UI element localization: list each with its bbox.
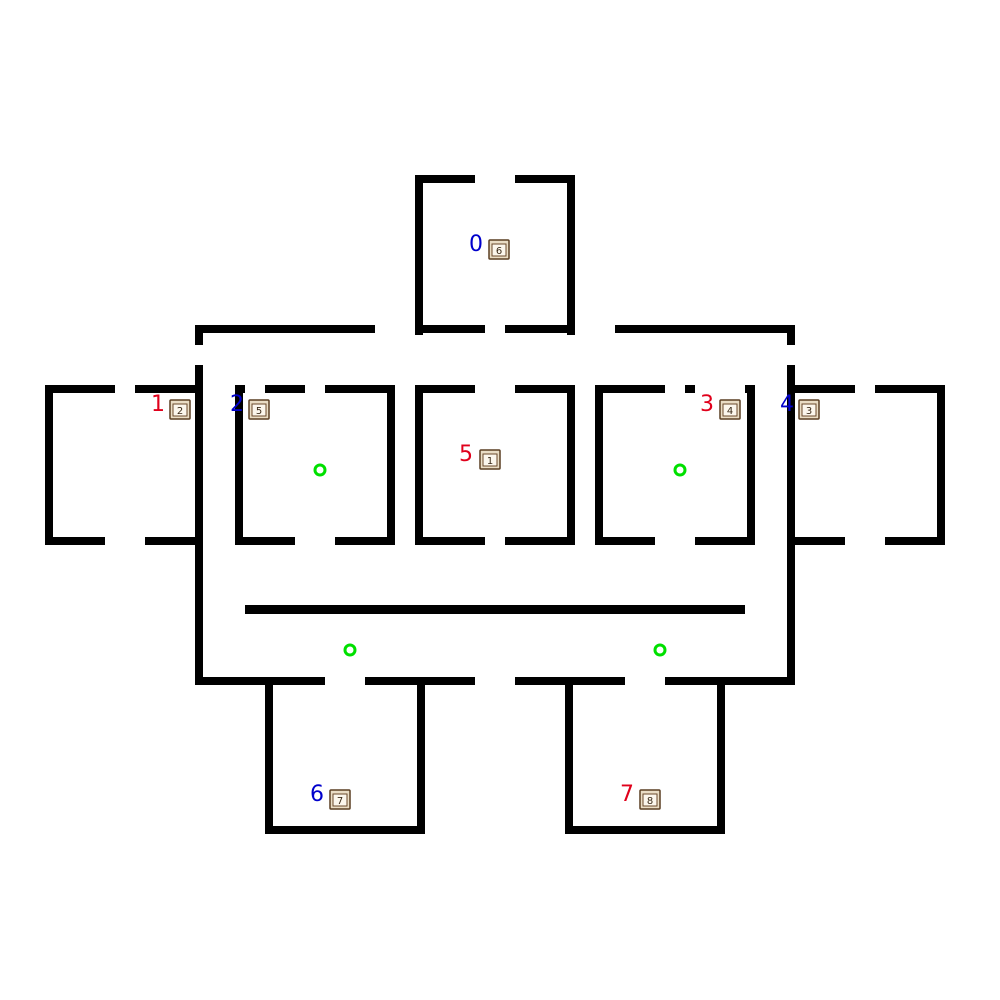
box-icon: 7 [329,789,351,810]
room-label: 6 [310,782,324,807]
wall [415,537,485,545]
wall [245,605,745,614]
wall [595,385,665,393]
wall [565,826,725,834]
wall [45,385,53,545]
wall [45,537,105,545]
wall [265,385,305,393]
room-label: 1 [151,392,165,417]
room-label: 4 [780,392,794,417]
wall [45,385,115,393]
box-icon: 8 [639,789,661,810]
box-icon: 4 [719,399,741,420]
wall [415,175,475,183]
room-2-marker[interactable]: 2 5 [230,392,270,420]
svg-text:8: 8 [647,796,653,807]
wall [505,537,575,545]
svg-text:3: 3 [806,406,812,417]
wall [195,365,203,685]
waypoint-circle-icon[interactable] [313,463,327,477]
room-5-marker[interactable]: 5 1 [459,442,501,470]
wall [387,385,395,545]
wall [235,385,243,545]
wall [787,385,855,393]
waypoint-circle-icon[interactable] [673,463,687,477]
svg-text:1: 1 [487,456,493,467]
wall [235,537,295,545]
box-icon: 3 [798,399,820,420]
box-icon: 6 [488,239,510,260]
svg-text:6: 6 [496,246,502,257]
room-label: 5 [459,442,473,467]
svg-text:5: 5 [256,406,262,417]
svg-text:4: 4 [727,406,733,417]
wall [685,385,695,393]
wall [665,677,795,685]
room-label: 3 [700,392,714,417]
waypoints [313,463,687,657]
room-3-marker[interactable]: 3 4 [700,392,741,420]
box-icon: 5 [248,399,270,420]
waypoint-circle-icon[interactable] [343,643,357,657]
wall [567,175,575,335]
wall [415,385,423,545]
room-1-marker[interactable]: 1 2 [151,392,191,420]
wall [875,385,945,393]
box-icon: 2 [169,399,191,420]
wall [717,677,725,834]
wall [515,385,575,393]
wall [415,325,485,333]
wall [335,537,395,545]
wall [747,385,755,545]
wall [695,537,755,545]
box-icon: 1 [479,449,501,470]
wall [195,677,325,685]
wall [567,385,575,545]
wall [325,385,395,393]
room-7-marker[interactable]: 7 8 [620,782,661,810]
wall [415,385,475,393]
wall [885,537,945,545]
room-4-marker[interactable]: 4 3 [780,392,820,420]
wall [195,325,203,345]
svg-text:7: 7 [337,796,343,807]
wall [265,677,273,834]
room-markers: 0 6 1 2 2 5 3 [151,232,820,810]
wall [145,537,203,545]
wall [417,677,425,834]
svg-text:2: 2 [177,406,183,417]
room-0-marker[interactable]: 0 6 [469,232,510,260]
waypoint-circle-icon[interactable] [653,643,667,657]
wall [135,385,203,393]
wall [565,677,573,834]
wall [787,537,845,545]
walls [45,175,945,834]
wall [595,537,655,545]
room-6-marker[interactable]: 6 7 [310,782,351,810]
wall [937,385,945,545]
wall [415,175,423,335]
wall [195,325,375,333]
wall [595,385,603,545]
wall [787,325,795,345]
wall [505,325,575,333]
room-label: 2 [230,392,244,417]
wall [515,175,575,183]
room-label: 7 [620,782,634,807]
room-label: 0 [469,232,483,257]
wall [615,325,795,333]
wall [787,365,795,685]
wall [265,826,425,834]
